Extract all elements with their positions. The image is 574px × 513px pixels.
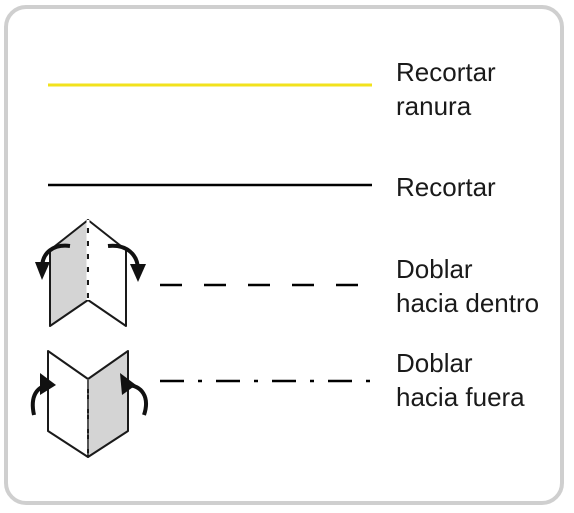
fold-outward-line [160, 379, 372, 383]
cut-line [48, 183, 372, 187]
slot-cut-label: Recortar ranura [396, 57, 496, 121]
fold-inward-label: Doblar hacia dentro [396, 254, 540, 318]
fold-inward-line [160, 283, 372, 287]
cut-label: Recortar [396, 172, 496, 202]
fold-outward-label: Doblar hacia fuera [396, 348, 525, 412]
fold-inward-icon [35, 219, 146, 327]
slot-cut-line [48, 83, 372, 87]
fold-outward-icon [30, 350, 148, 458]
